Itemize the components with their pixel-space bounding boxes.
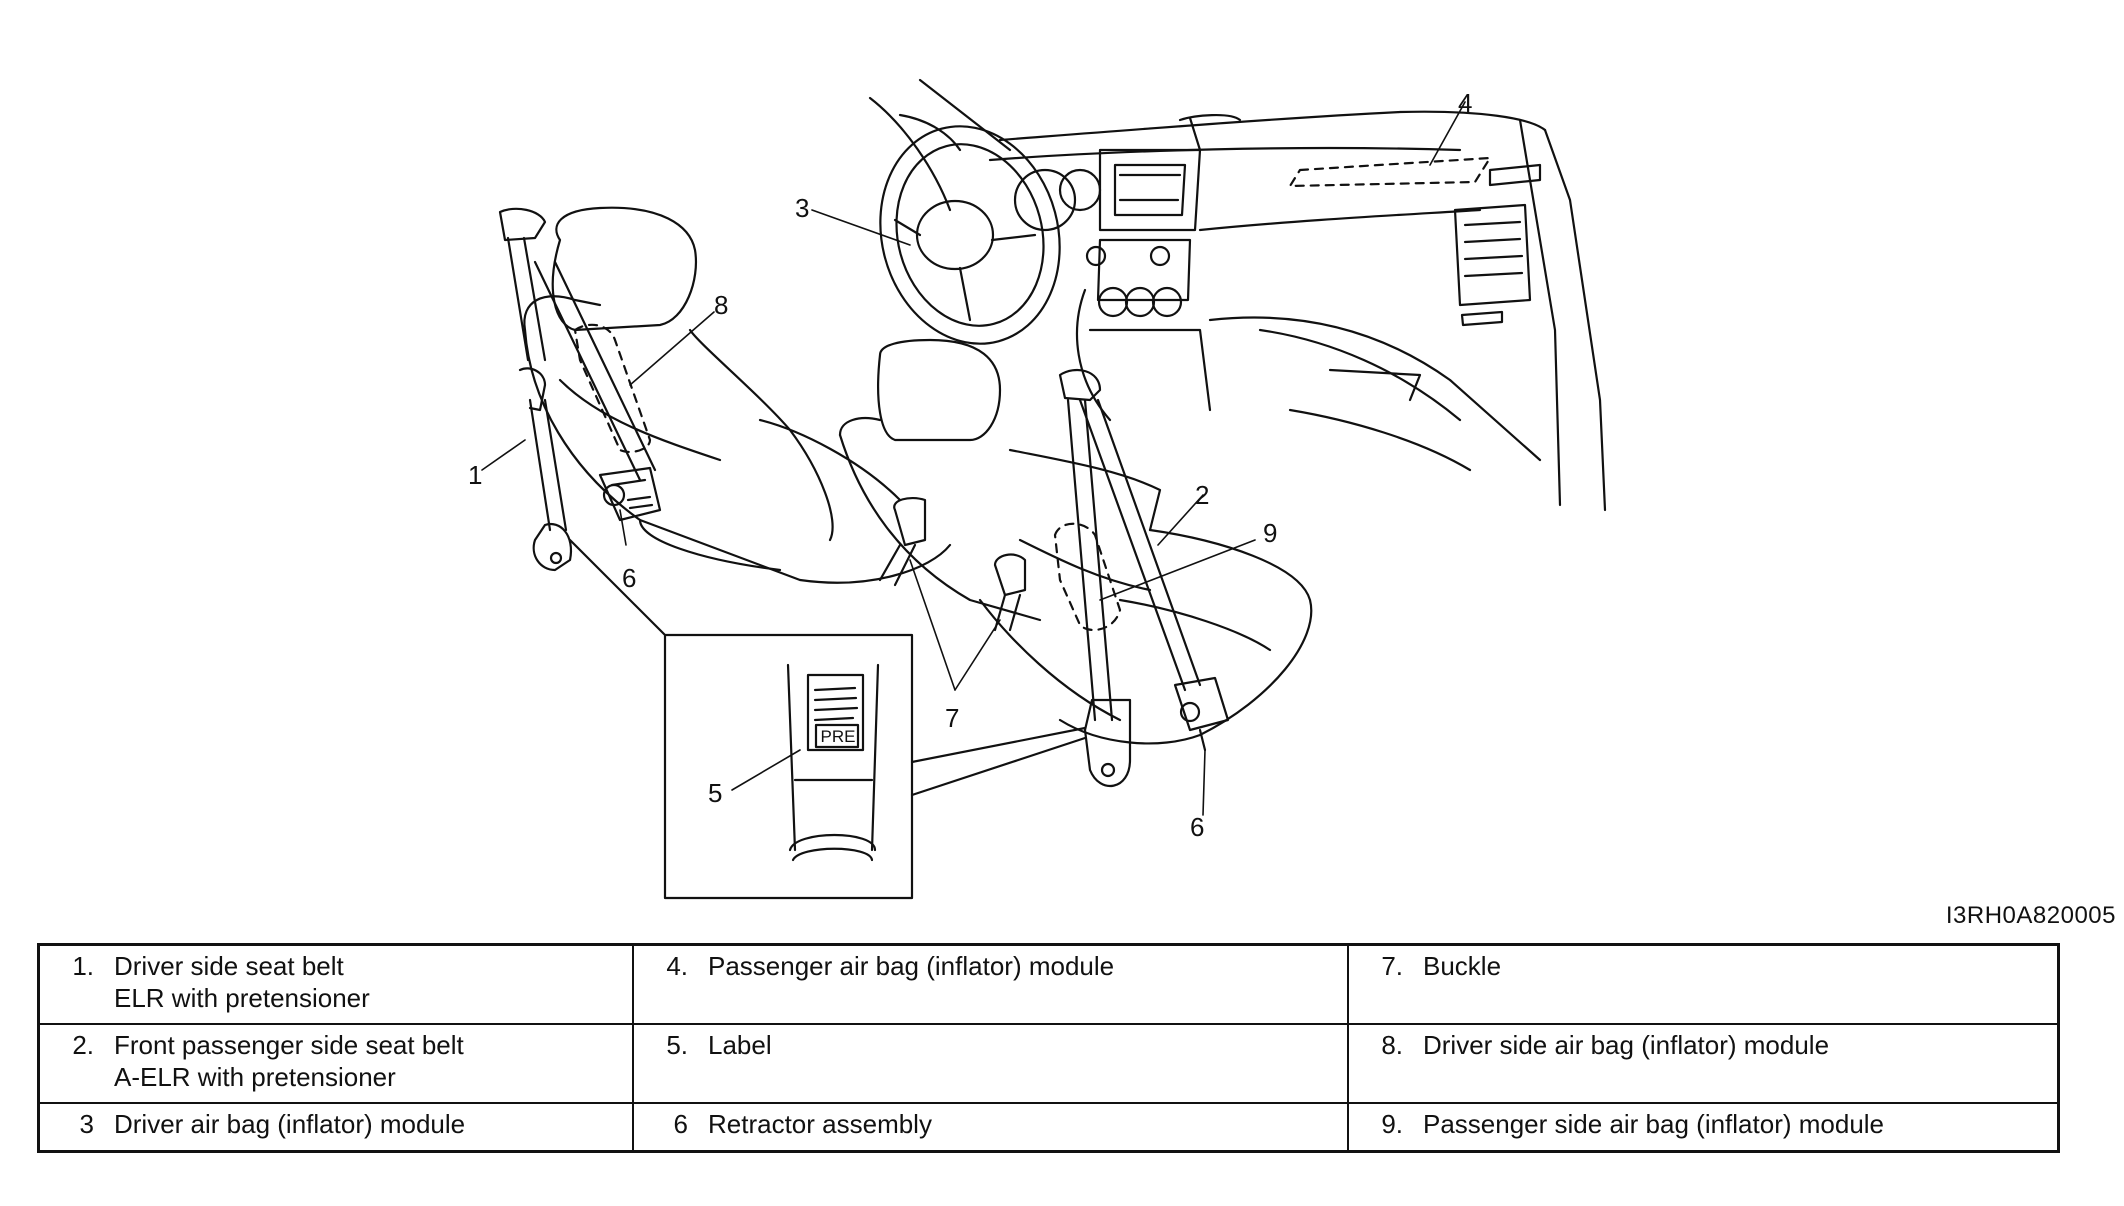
passenger-airbag-outline bbox=[1288, 156, 1492, 188]
legend-cell: 7. Buckle bbox=[1347, 943, 2060, 1025]
callout-1: 1 bbox=[468, 460, 483, 490]
drawing-code: I3RH0A820005 bbox=[1945, 902, 2116, 929]
legend-item-number: 7. bbox=[1381, 951, 1403, 981]
legend-item-number: 5. bbox=[666, 1030, 688, 1060]
callout-3: 3 bbox=[795, 193, 810, 223]
label-inset-box bbox=[568, 538, 1087, 900]
legend-item-text: Passenger air bag (inflator) module bbox=[708, 951, 1115, 981]
legend-row: 2. Front passenger side seat belt A-ELR … bbox=[37, 1023, 2060, 1104]
driver-retractor bbox=[598, 466, 662, 522]
passenger-seat bbox=[838, 338, 1313, 745]
callout-6-passenger: 6 bbox=[1190, 812, 1205, 842]
driver-seat-belt bbox=[498, 207, 657, 572]
buckles bbox=[878, 496, 1027, 632]
legend-item-number: 1. bbox=[72, 951, 94, 981]
dashboard-outline bbox=[868, 78, 1607, 512]
callout-8: 8 bbox=[714, 290, 729, 320]
passenger-side-airbag-outline bbox=[1053, 522, 1122, 632]
legend-item-text: Buckle bbox=[1423, 951, 1502, 981]
legend-table: 1. Driver side seat belt ELR with preten… bbox=[37, 943, 2060, 1153]
legend-item-text: Driver side air bag (inflator) module bbox=[1423, 1030, 1830, 1060]
legend-item-text: Retractor assembly bbox=[708, 1109, 932, 1139]
callout-9: 9 bbox=[1263, 518, 1278, 548]
callout-5: 5 bbox=[708, 778, 723, 808]
callout-6-driver: 6 bbox=[622, 563, 637, 593]
legend-cell: 9. Passenger side air bag (inflator) mod… bbox=[1347, 1102, 2060, 1153]
seat-belt-airbag-illustration: PRE bbox=[481, 78, 1607, 900]
legend-cell: 6 Retractor assembly bbox=[632, 1102, 1349, 1153]
legend-cell: 1. Driver side seat belt ELR with preten… bbox=[37, 943, 634, 1025]
legend-cell: 5. Label bbox=[632, 1023, 1349, 1104]
driver-side-airbag-outline bbox=[573, 323, 652, 454]
legend-cell: 2. Front passenger side seat belt A-ELR … bbox=[37, 1023, 634, 1104]
callout-4: 4 bbox=[1458, 88, 1473, 118]
legend-item-text: Front passenger side seat belt A-ELR wit… bbox=[114, 1030, 464, 1092]
legend-item-text: Label bbox=[708, 1030, 772, 1060]
legend-item-number: 6 bbox=[673, 1109, 688, 1139]
legend-item-number: 8. bbox=[1381, 1030, 1403, 1060]
legend-item-text: Passenger side air bag (inflator) module bbox=[1423, 1109, 1885, 1139]
steering-wheel bbox=[879, 113, 1102, 345]
legend-item-number: 2. bbox=[72, 1030, 94, 1060]
legend-row: 3 Driver air bag (inflator) module 6 Ret… bbox=[37, 1102, 2060, 1153]
legend-cell: 8. Driver side air bag (inflator) module bbox=[1347, 1023, 2060, 1104]
legend-cell: 4. Passenger air bag (inflator) module bbox=[632, 943, 1349, 1025]
legend-row: 1. Driver side seat belt ELR with preten… bbox=[37, 943, 2060, 1025]
legend-item-number: 3 bbox=[79, 1109, 94, 1139]
inset-label-text: PRE bbox=[821, 727, 856, 746]
legend-item-text: Driver side seat belt ELR with pretensio… bbox=[114, 951, 370, 1013]
legend-item-number: 4. bbox=[666, 951, 688, 981]
callout-2: 2 bbox=[1195, 480, 1210, 510]
legend-cell: 3 Driver air bag (inflator) module bbox=[37, 1102, 634, 1153]
passenger-seat-belt bbox=[1058, 368, 1230, 788]
legend-item-text: Driver air bag (inflator) module bbox=[114, 1109, 466, 1139]
leader-lines bbox=[481, 101, 1466, 816]
callout-7: 7 bbox=[945, 703, 960, 733]
legend-item-number: 9. bbox=[1381, 1109, 1403, 1139]
